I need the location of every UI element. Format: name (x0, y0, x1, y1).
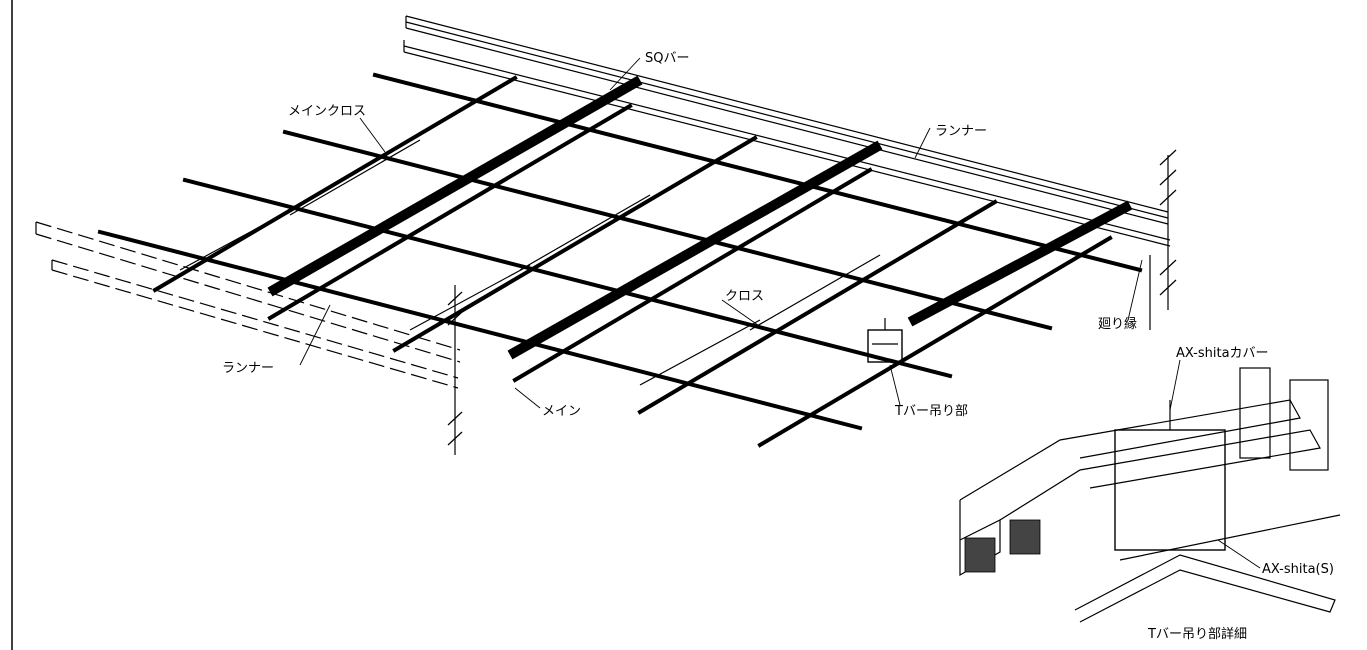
label-detail-caption: Tバー吊り部詳細 (1147, 626, 1247, 642)
label-runner-left: ランナー (222, 361, 274, 376)
right-wall (1149, 149, 1177, 330)
main-members (97, 72, 1143, 431)
label-t-bar-hanger: Tバー吊り部 (894, 404, 968, 419)
label-sq-bar: SQバー (645, 51, 690, 66)
secondary-cross (179, 139, 881, 386)
label-cross: クロス (725, 289, 764, 304)
sq-bars (267, 75, 1133, 360)
cross-members (152, 75, 1113, 448)
top-runner-rail (403, 15, 1171, 247)
label-main: メイン (542, 404, 581, 419)
leader-lines (299, 57, 1261, 569)
label-runner-top: ランナー (935, 124, 987, 139)
label-ax-shita-s: AX-shita(S) (1262, 562, 1334, 577)
dashed-extension (35, 221, 461, 389)
label-main-cross: メインクロス (288, 104, 366, 119)
t-bar-hanger-part (867, 318, 903, 363)
label-wall-edge: 廻り縁 (1098, 316, 1137, 332)
label-ax-shita-cover: AX-shitaカバー (1176, 346, 1269, 361)
hanger-detail-view (959, 367, 1341, 623)
